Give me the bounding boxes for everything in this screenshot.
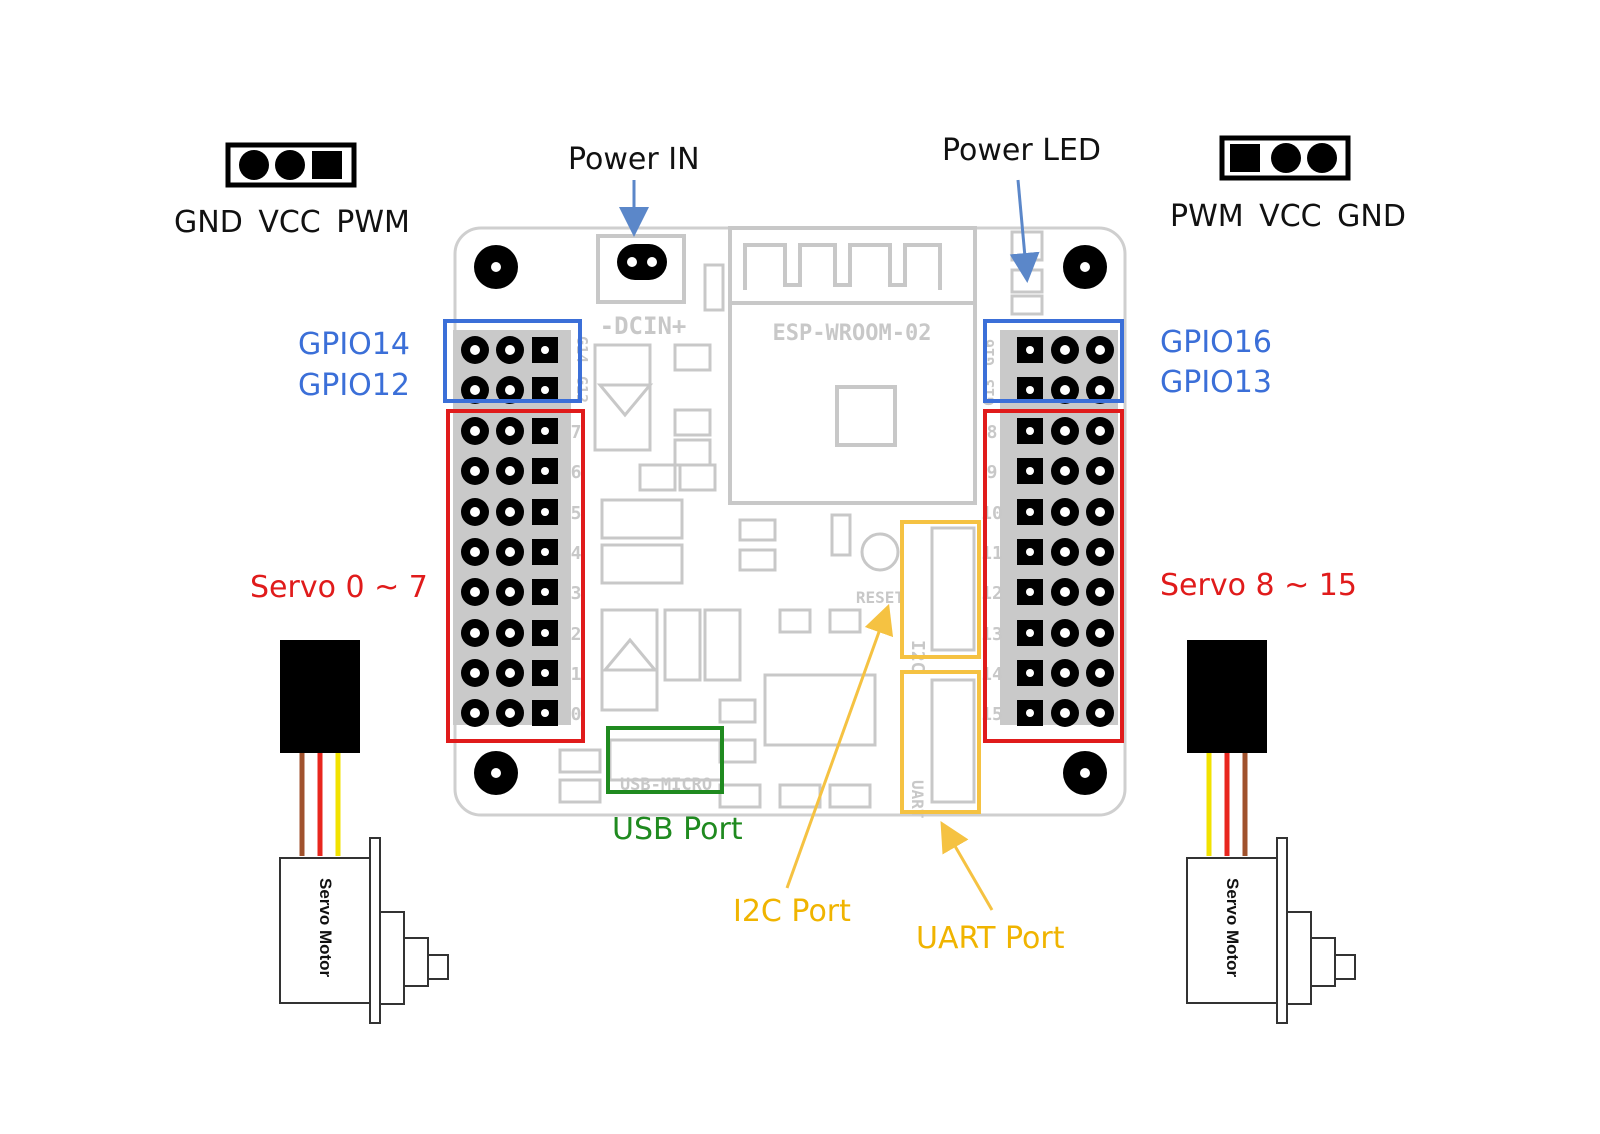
dcin-silkscreen: -DCIN+ [600,312,687,340]
pin-number: 5 [571,503,582,524]
servo-right-box [983,409,1124,743]
servo-gear [1310,937,1336,987]
pin-number: 2 [571,624,582,645]
servo-motor-label: Servo Motor [316,878,335,978]
uart-box [900,670,981,814]
power-led-label: Power LED [942,133,1102,168]
connector-right-label: PWM VCC GND [1170,199,1406,234]
uart-arrow [940,821,994,911]
servo-gear [403,937,429,987]
gpio-left-box [443,319,582,403]
servo-plug [280,640,360,753]
connector-left-label: GND VCC PWM [174,205,410,240]
servo-left-label: Servo 0 ~ 7 [250,570,428,605]
power-in-label: Power IN [568,142,700,177]
i2c-box [900,520,981,659]
left-servo-pins [461,336,558,727]
gpio12-label: GPIO12 [298,368,410,403]
pin-number: 8 [987,422,998,443]
gpio16-label: GPIO16 [1160,325,1272,360]
servo-motor-label: Servo Motor [1223,878,1242,978]
usb-box [606,726,724,794]
i2c-arrow [785,603,894,889]
left-pin-numbers: 7 6 5 4 3 2 1 0 [571,422,582,725]
servo-shaft [1334,954,1356,980]
servo-flange [1276,837,1288,1024]
mounting-holes [474,245,1107,795]
passive-parts [558,230,1044,809]
servo-left-box [446,409,585,743]
module-silkscreen: ESP-WROOM-02 [773,321,932,346]
pin-number: 6 [571,462,582,483]
connector-right-icon [1219,135,1351,181]
uart-silkscreen: UART [908,780,927,819]
pin-number: 4 [571,543,582,564]
servo-plug [1187,640,1267,753]
reset-silkscreen: RESET [856,588,904,607]
servo-body [279,857,381,1004]
gpio-right-box [983,319,1124,403]
i2c-header [930,526,976,652]
pin-number: 1 [571,664,582,685]
uart-header [930,678,976,804]
power-led-arrow [1009,179,1040,283]
right-gpio-top-silkscreen: G16 [980,339,998,366]
uart-port-label: UART Port [916,921,1065,956]
servo-motor-left: Servo Motor [279,640,449,1024]
right-servo-pins [1017,336,1114,727]
esp-module [728,226,977,505]
servo-body [1186,857,1288,1004]
pin-number: 9 [987,462,998,483]
servo-right-label: Servo 8 ~ 15 [1160,568,1357,603]
pin-number: 7 [571,422,582,443]
pin-number: 0 [571,704,582,725]
servo-motor-right: Servo Motor [1186,640,1356,1024]
i2c-port-label: I2C Port [733,894,851,929]
servo-gearbox [1286,911,1312,1005]
servo-flange [369,837,381,1024]
servo-shaft [427,954,449,980]
gpio13-label: GPIO13 [1160,365,1272,400]
pin-number: 3 [571,583,582,604]
gpio14-label: GPIO14 [298,327,410,362]
usb-port-label: USB Port [612,812,743,847]
servo-gearbox [379,911,405,1005]
connector-left-icon [225,142,357,188]
